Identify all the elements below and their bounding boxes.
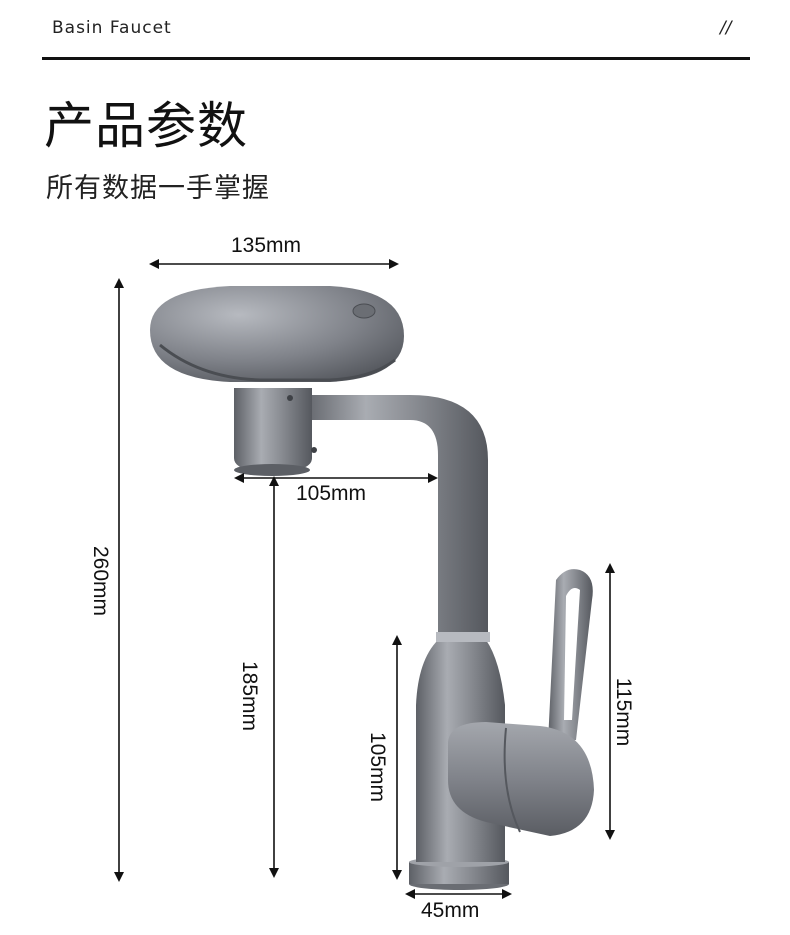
- swivel-joint: [234, 388, 317, 476]
- dim-total-height: 260mm: [89, 545, 112, 617]
- dim-handle-height: 115mm: [612, 677, 635, 747]
- dim-spout-reach: 105mm: [296, 482, 367, 505]
- dim-width-top: 135mm: [231, 234, 302, 257]
- header-mark: //: [720, 18, 732, 38]
- page-title: 产品参数: [44, 97, 248, 155]
- header-divider: [42, 57, 750, 60]
- faucet-spout: [300, 395, 490, 642]
- brand-label: Basin Faucet: [52, 18, 172, 38]
- dim-base-diameter: 45mm: [421, 899, 480, 922]
- spray-head: [150, 286, 404, 382]
- faucet-handle: [448, 569, 594, 836]
- dim-spout-height: 185mm: [238, 660, 261, 732]
- page-subtitle: 所有数据一手掌握: [46, 173, 270, 204]
- dim-body-height: 105mm: [366, 731, 389, 803]
- dimension-arrows: [114, 259, 615, 899]
